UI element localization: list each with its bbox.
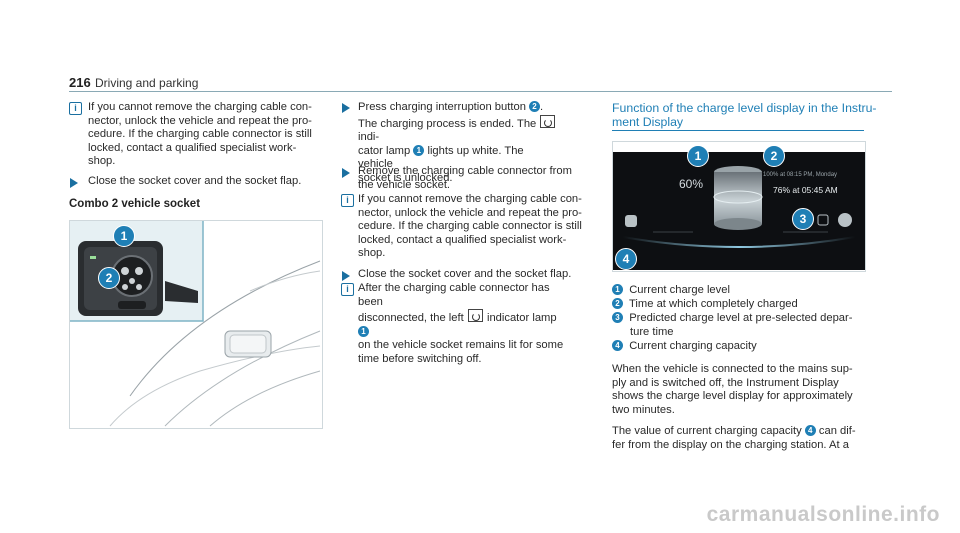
note-unlock-retry: If you cannot remove the charging cable … (358, 193, 582, 260)
legend-item-continued: ture time (630, 326, 674, 338)
section-title: Driving and parking (95, 76, 199, 90)
step-arrow-icon (342, 103, 350, 113)
header-divider (69, 91, 892, 92)
legend-item: 2 Time at which completely charged (612, 298, 798, 312)
page-number: 216 (69, 75, 91, 90)
subheading-combo2: Combo 2 vehicle socket (69, 198, 201, 210)
instrument-display-illustration: 60% 100% at 08:15 PM, Monday 76% at 05:4… (612, 141, 866, 272)
instrument-display: 60% 100% at 08:15 PM, Monday 76% at 05:4… (613, 152, 865, 270)
step-remove-connector: Remove the charging cable connector from… (358, 165, 572, 191)
charge-level-readout: 60% (679, 177, 704, 191)
predicted-charge-readout: 76% at 05:45 AM (773, 185, 838, 195)
badge-1: 1 (358, 325, 369, 337)
step-press-button: Press charging interruption button 2. Th… (358, 101, 558, 186)
socket-illustration: 1 2 (69, 220, 323, 429)
section-heading-underline (612, 130, 864, 131)
complete-charge-time: 100% at 08:15 PM, Monday (763, 172, 838, 178)
info-icon: i (341, 194, 354, 207)
note-remove-connector: If you cannot remove the charging cable … (88, 101, 312, 168)
note-indicator-lamp: After the charging cable connector has b… (358, 282, 564, 365)
step-arrow-icon (342, 271, 350, 281)
step-arrow-icon (342, 168, 350, 178)
legend-item: 1 Current charge level (612, 284, 730, 298)
callout-4: 4 (615, 248, 637, 270)
callout-2: 2 (98, 267, 120, 289)
badge-2: 2 (529, 101, 541, 112)
step-arrow-icon (70, 178, 78, 188)
step-close-cover: Close the socket cover and the socket fl… (88, 175, 302, 187)
legend-item: 3 Predicted charge level at pre-selected… (612, 312, 852, 326)
lock-lamp-icon (540, 114, 556, 128)
section-heading: Function of the charge level display in … (612, 101, 877, 129)
callout-2: 2 (763, 145, 785, 167)
watermark: carmanualsonline.info (706, 503, 940, 526)
paragraph-charging-capacity: The value of current charging capacity 4… (612, 425, 856, 451)
badge-4: 4 (804, 425, 816, 436)
callout-1: 1 (687, 145, 709, 167)
info-icon: i (341, 283, 354, 296)
instrument-display-graphics (613, 152, 865, 270)
paragraph-display-duration: When the vehicle is connected to the mai… (612, 363, 853, 416)
badge-1: 1 (413, 144, 425, 156)
lock-lamp-icon (467, 309, 483, 323)
callout-1: 1 (113, 225, 135, 247)
socket-drawing (70, 221, 322, 428)
legend-item: 4 Current charging capacity (612, 340, 757, 354)
step-close-flap: Close the socket cover and the socket fl… (358, 268, 572, 280)
info-icon: i (69, 102, 82, 115)
callout-3: 3 (792, 208, 814, 230)
